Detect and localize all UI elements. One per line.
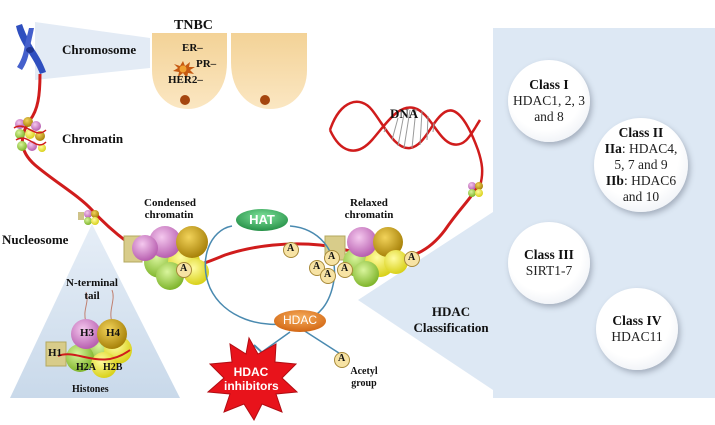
class-2a-members: : HDAC4,	[621, 141, 678, 156]
nipple-left	[180, 95, 190, 105]
relaxed-chromatin-icon	[324, 227, 408, 287]
histones-label: Histones	[72, 384, 109, 395]
h2a-label: H2A	[76, 362, 96, 373]
class-2b-tag: IIb	[605, 173, 624, 188]
hdac-enzyme	[274, 310, 326, 332]
hdac-classification-label: HDAC Classification	[402, 304, 500, 336]
class-4-circle: Class IV HDAC11	[596, 288, 678, 370]
class-2a-line: IIa: HDAC4,	[605, 141, 678, 157]
acetyl-a: A	[324, 269, 332, 280]
cycle-left-arc	[204, 225, 297, 326]
class-2a-tag: IIa	[604, 141, 622, 156]
inhibitors-line-1: HDAC	[233, 365, 269, 379]
condensed-chromatin-label: Condensed chromatin	[144, 197, 196, 221]
chromatin-label: Chromatin	[62, 131, 124, 146]
relaxed-chromatin-label: Relaxed chromatin	[344, 197, 394, 221]
h2b-label: H2B	[103, 362, 123, 373]
acetyl-a: A	[328, 251, 336, 262]
class-2a-members-2: 5, 7 and 9	[614, 157, 668, 172]
relaxed-line-1: Relaxed	[350, 197, 388, 209]
acetyl-a: A	[338, 353, 346, 364]
class-2-title: Class II	[618, 125, 664, 140]
acetyl-a: A	[180, 263, 188, 274]
classification-pointer	[358, 212, 493, 390]
class-1-circle: Class I HDAC1, 2, 3 and 8	[508, 60, 590, 142]
hat-label: HAT	[249, 212, 275, 227]
hdac-label: HDAC	[282, 313, 317, 327]
h4-label: H4	[106, 327, 121, 339]
nucleosome-icon	[78, 210, 99, 225]
class-4-title: Class IV	[612, 313, 662, 328]
class-1-members-2: and 8	[534, 109, 564, 124]
acetyl-markers	[176, 242, 420, 368]
n-terminal-line-1: N-terminal	[66, 277, 118, 289]
n-terminal-line-2: tail	[84, 290, 100, 302]
n-terminal-tail-label: N-terminal tail	[62, 277, 122, 303]
class-4-members: HDAC11	[611, 329, 663, 344]
acetyl-a: A	[408, 252, 416, 263]
relaxed-line-2: chromatin	[344, 209, 394, 221]
class-3-members: SIRT1-7	[525, 263, 573, 278]
histone-octamer	[45, 289, 132, 378]
acetyl-line-2: group	[351, 378, 377, 389]
dna-helix	[328, 100, 484, 187]
class-1-members: HDAC1, 2, 3	[512, 93, 585, 108]
er-status: ER–	[182, 42, 203, 54]
class-3-circle: Class III SIRT1-7	[508, 222, 590, 304]
acetyl-a: A	[341, 263, 349, 274]
class-3-title: Class III	[524, 247, 574, 262]
acetyl-a: A	[287, 243, 295, 254]
class-2-circle: Class II IIa: HDAC4, 5, 7 and 9 IIb: HDA…	[594, 118, 688, 212]
h3-label: H3	[80, 327, 95, 339]
chromatin-icon	[13, 117, 47, 152]
hdac-inhibitor-starburst	[206, 336, 299, 422]
tnbc-label: TNBC	[174, 18, 213, 33]
pr-status: PR–	[196, 58, 217, 70]
condensed-chromatin-icon	[123, 226, 209, 290]
her2-status: HER2–	[168, 74, 203, 86]
chromosome-highlight	[35, 22, 150, 80]
classification-line-1: HDAC	[431, 304, 471, 319]
inhibitors-line-2: inhibitors	[224, 379, 279, 393]
condensed-line-2: chromatin	[144, 209, 194, 221]
breast-illustration	[150, 31, 309, 112]
hat-enzyme	[236, 209, 288, 231]
nucleosome-cluster-right	[468, 182, 483, 197]
hdac-inhibitors-label: HDAC inhibitors	[224, 365, 279, 393]
chromosome-icon	[16, 24, 46, 74]
class-2b-line: IIb: HDAC6	[606, 173, 676, 189]
acetyl-a: A	[313, 261, 321, 272]
h1-label: H1	[48, 347, 63, 359]
classification-line-2: Classification	[413, 320, 489, 335]
nipple-right	[260, 95, 270, 105]
class-2b-members-2: and 10	[622, 189, 660, 204]
chromosome-label: Chromosome	[62, 42, 137, 57]
acetyl-release-line	[299, 327, 343, 356]
class-2b-members: : HDAC6	[623, 173, 677, 188]
class-1-title: Class I	[529, 77, 569, 92]
nucleosome-label: Nucleosome	[2, 232, 69, 247]
condensed-line-1: Condensed	[144, 197, 196, 209]
acetyl-group-label: Acetyl group	[346, 366, 382, 390]
acetyl-line-1: Acetyl	[350, 366, 378, 377]
dna-label: DNA	[390, 106, 419, 121]
